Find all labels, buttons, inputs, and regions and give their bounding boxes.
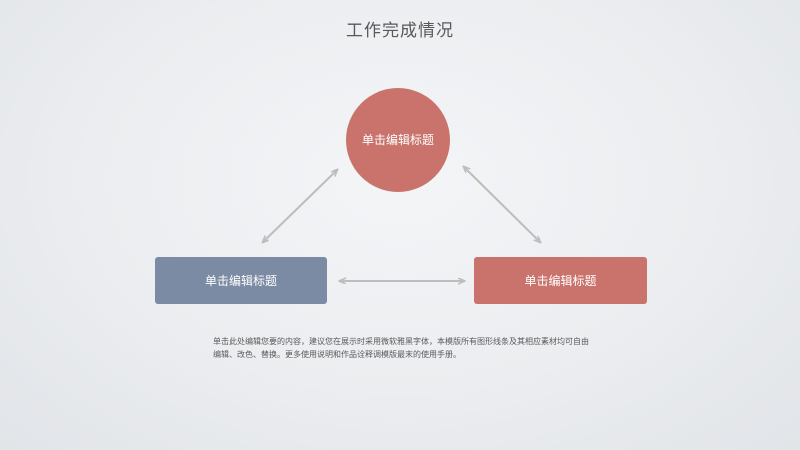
page-title: 工作完成情况 xyxy=(346,21,454,41)
top-node-circle[interactable]: 单击编辑标题 xyxy=(346,88,450,192)
arrow-top-right xyxy=(464,167,540,242)
left-node-label: 单击编辑标题 xyxy=(204,274,277,288)
left-node-box[interactable]: 单击编辑标题 xyxy=(155,257,327,304)
right-node-label: 单击编辑标题 xyxy=(524,274,597,288)
description-text: 单击此处编辑您要的内容，建议您在展示时采用微软雅黑字体，本模版所有图形线条及其相… xyxy=(213,337,589,359)
arrow-top-left xyxy=(263,170,337,242)
right-node-box[interactable]: 单击编辑标题 xyxy=(474,257,647,304)
top-node-label: 单击编辑标题 xyxy=(361,133,434,147)
